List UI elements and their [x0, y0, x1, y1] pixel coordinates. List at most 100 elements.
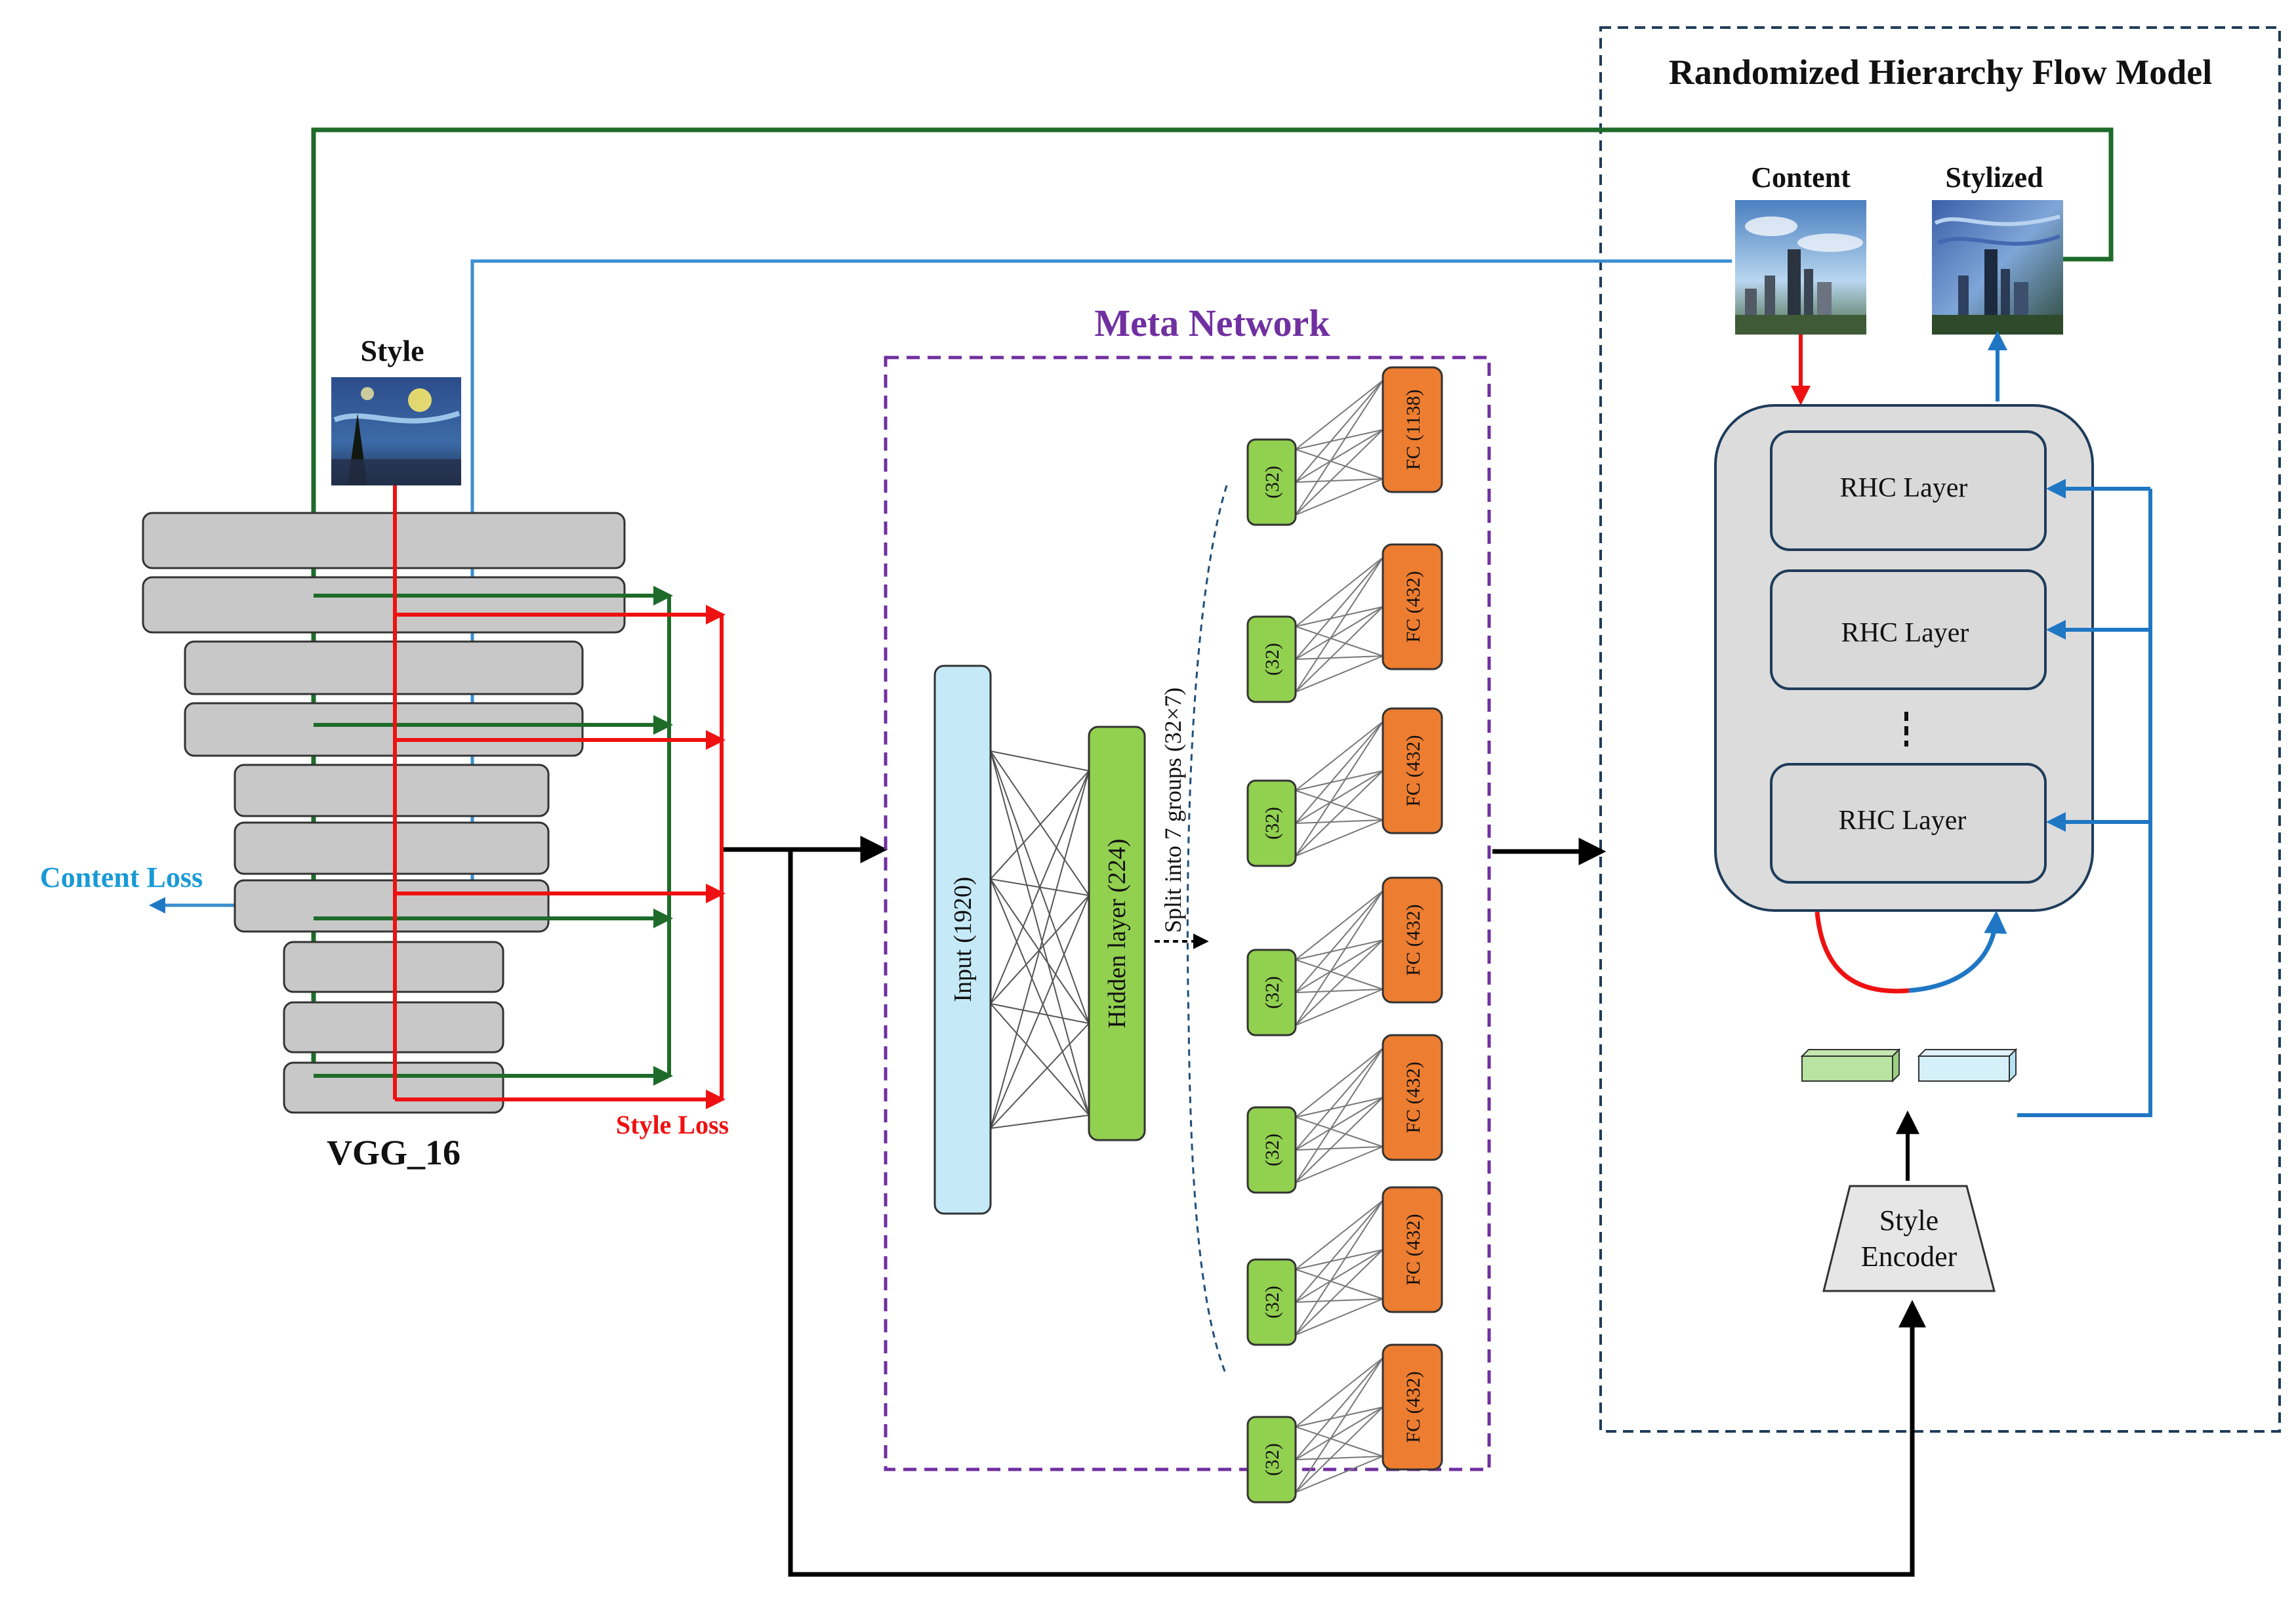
- fc-edge: [990, 1003, 1090, 1116]
- fc-edge: [990, 895, 1090, 1129]
- group-input-label: (32): [1261, 976, 1283, 1009]
- group-4: (32) FC (432): [1246, 876, 1443, 1036]
- red-feature-taps: [393, 485, 726, 1109]
- group-edge: [1295, 890, 1384, 960]
- green-feature-taps: [314, 586, 673, 1086]
- group-edge: [1295, 890, 1384, 993]
- fc-edge: [990, 750, 1090, 771]
- group-edge: [1295, 1097, 1384, 1118]
- group-7: (32)FC (432): [1246, 1343, 1443, 1504]
- stylized-image: [1932, 200, 2063, 335]
- group-input-node: [1246, 1416, 1297, 1504]
- group-edge: [1295, 890, 1384, 1026]
- group-input-node: [1246, 438, 1297, 526]
- group-edge: [1295, 989, 1384, 993]
- group-fc-node: [1382, 1186, 1443, 1313]
- group-edge: [1295, 770, 1384, 791]
- vgg16-stack: [142, 512, 626, 1114]
- style-label: Style: [360, 334, 424, 367]
- group-edge: [1295, 721, 1384, 824]
- style-encoder-label-2: Encoder: [1861, 1240, 1958, 1273]
- group-edge: [1295, 1406, 1384, 1493]
- group-fc-node: [1382, 707, 1443, 834]
- style-loss-label: Style Loss: [616, 1110, 729, 1139]
- group-input-label: (32): [1261, 807, 1283, 840]
- group-edge: [1295, 1146, 1384, 1151]
- fc-edge: [990, 1023, 1090, 1129]
- group-fc-label: FC (432): [1403, 1061, 1424, 1133]
- rhc-layer-1-label: RHC Layer: [1840, 473, 1968, 503]
- group-edge: [1295, 557, 1384, 660]
- group-fc-node: [1382, 876, 1443, 1004]
- input-layer: [933, 665, 992, 1215]
- group-edge: [1295, 380, 1384, 483]
- content-label: Content: [1751, 161, 1851, 194]
- group-edge: [1295, 1048, 1384, 1118]
- group-edge: [1295, 478, 1384, 483]
- fc-edge: [990, 770, 1090, 1129]
- group-2: (32)FC (432): [1246, 543, 1443, 703]
- style-code-bus: [2017, 479, 2152, 1117]
- group-fc-label: FC (432): [1403, 904, 1424, 975]
- group-edge: [1295, 1249, 1384, 1270]
- group-edge: [1295, 557, 1384, 693]
- group-input-label: (32): [1261, 466, 1283, 499]
- fc-edge: [990, 750, 1090, 1116]
- content-image: [1735, 200, 1866, 335]
- group-edge: [1295, 606, 1384, 627]
- style-encoder-label-1: Style: [1879, 1204, 1938, 1237]
- rhc-layer-2-label: RHC Layer: [1841, 618, 1969, 648]
- group-input-node: [1246, 949, 1297, 1036]
- style-image: [331, 377, 461, 485]
- fc-edge: [990, 770, 1090, 1004]
- group-fc-node: [1382, 543, 1443, 670]
- group-input-node: [1246, 779, 1297, 867]
- group-edge: [1295, 1357, 1384, 1427]
- group-edge: [1295, 606, 1384, 693]
- rhfm-frame: [1599, 26, 2281, 1433]
- group-edge: [1295, 1298, 1384, 1336]
- group-edge: [1295, 1406, 1384, 1460]
- group-edge: [1295, 449, 1384, 480]
- group-input-node: [1246, 1258, 1297, 1346]
- group-edge: [1295, 1406, 1384, 1427]
- input-hidden-connections: [990, 750, 1090, 1129]
- bottom-loop-line: [788, 850, 1926, 1577]
- rhc-layer-3: [1770, 763, 2047, 884]
- vgg-title: VGG_16: [327, 1133, 461, 1172]
- group-edge: [1295, 380, 1384, 450]
- group-edge: [1295, 721, 1384, 791]
- group-edge: [1295, 939, 1384, 993]
- group-edge: [1295, 1200, 1384, 1336]
- group-edge: [1295, 1097, 1384, 1183]
- group-edge: [1295, 1048, 1384, 1151]
- group-stack: (32)FC (1138)(32)FC (432)(32)FC (432)(32…: [1246, 366, 1443, 1504]
- input-layer-label: Input (1920): [949, 876, 977, 1002]
- vgg-block: [234, 821, 550, 875]
- group-edge: [1295, 1357, 1384, 1493]
- group-edge: [1295, 1048, 1384, 1183]
- rhfm-title: Randomized Hierarchy Flow Model: [1669, 52, 2212, 92]
- group-edge: [1295, 478, 1384, 516]
- group-input-node: [1246, 615, 1297, 703]
- group-edge: [1295, 939, 1384, 960]
- vgg-block: [142, 512, 626, 569]
- group-edge: [1295, 819, 1384, 857]
- content-loss-label: Content Loss: [40, 861, 203, 893]
- group-edge: [1295, 939, 1384, 1026]
- hidden-layer: [1088, 726, 1146, 1141]
- group-edge: [1295, 1357, 1384, 1460]
- fc-edge: [990, 750, 1090, 896]
- style-code-green: [1800, 1048, 1901, 1083]
- group-edge: [1295, 606, 1384, 660]
- vgg-block: [142, 576, 626, 634]
- group-edge: [1295, 1456, 1384, 1460]
- stylized-label: Stylized: [1945, 161, 2043, 194]
- group-edge: [1295, 790, 1384, 821]
- group-edge: [1295, 1249, 1384, 1303]
- group-edge: [1295, 959, 1384, 990]
- fc-edge: [990, 1115, 1090, 1129]
- group-edge: [1295, 429, 1384, 483]
- group-fc-label: FC (432): [1403, 735, 1424, 806]
- group-edge: [1295, 1146, 1384, 1183]
